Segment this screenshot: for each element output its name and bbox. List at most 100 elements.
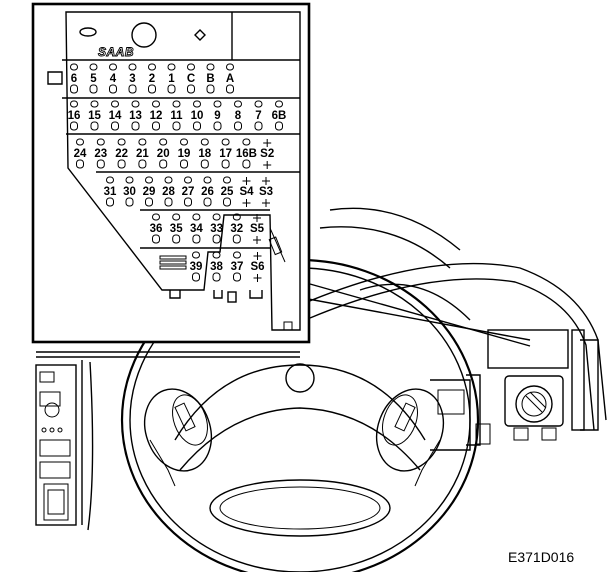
fuse-31: 31 bbox=[104, 176, 117, 207]
fuse-label: 14 bbox=[109, 110, 122, 122]
fuse-7: 7 bbox=[254, 100, 263, 131]
fuse-label: 24 bbox=[74, 148, 87, 160]
fuse-26: 26 bbox=[201, 176, 214, 207]
fuse-label: B bbox=[206, 73, 214, 85]
fuse-label: 35 bbox=[170, 223, 183, 235]
fuse-label: 31 bbox=[104, 186, 117, 198]
fuse-label: 16B bbox=[236, 148, 257, 160]
fuse-label: 27 bbox=[182, 186, 195, 198]
fuse-22: 22 bbox=[115, 138, 128, 169]
fuse-6: 6 bbox=[70, 63, 78, 94]
fuse-label: 15 bbox=[88, 110, 101, 122]
fuse-23: 23 bbox=[94, 138, 107, 169]
fuse-39: 39 bbox=[190, 251, 202, 282]
fuse-s6: S6 bbox=[250, 252, 265, 282]
fuse-36: 36 bbox=[150, 213, 163, 244]
fuse-label: 17 bbox=[219, 148, 232, 160]
fuse-label: 33 bbox=[210, 223, 223, 235]
diamond-icon bbox=[194, 29, 206, 41]
fuse-4: 4 bbox=[109, 63, 117, 94]
fuse-13: 13 bbox=[129, 100, 142, 131]
fuse-label: C bbox=[187, 73, 195, 85]
fuse-label: 12 bbox=[150, 110, 163, 122]
fuse-label: 7 bbox=[255, 110, 261, 122]
fuse-28: 28 bbox=[162, 176, 175, 207]
fuse-label: 30 bbox=[123, 186, 136, 198]
fuse-label: S5 bbox=[250, 223, 265, 235]
saab-logo: SAAB bbox=[98, 45, 134, 59]
fuse-label: 26 bbox=[201, 186, 214, 198]
fuse-34: 34 bbox=[190, 213, 203, 244]
fuse-24: 24 bbox=[74, 138, 87, 169]
fuse-27: 27 bbox=[182, 176, 195, 207]
fuse-label: A bbox=[226, 73, 234, 85]
fuse-label: S4 bbox=[239, 186, 254, 198]
fuse-29: 29 bbox=[143, 176, 156, 207]
fuse-c: C bbox=[187, 63, 195, 94]
fuse-18: 18 bbox=[198, 138, 212, 169]
fuse-25: 25 bbox=[221, 176, 234, 207]
fuse-label: S3 bbox=[259, 186, 273, 198]
fuse-label: 6 bbox=[71, 73, 77, 85]
oval-icon bbox=[79, 27, 97, 37]
fuse-label: 6B bbox=[272, 110, 287, 122]
fuse-s3: S3 bbox=[259, 177, 273, 207]
figure-code: E371D016 bbox=[508, 549, 574, 565]
fuse-20: 20 bbox=[157, 138, 170, 169]
fuse-label: 11 bbox=[170, 110, 183, 122]
fuse-9: 9 bbox=[213, 100, 222, 131]
fuse-s2: S2 bbox=[260, 139, 274, 169]
fuse-label: 9 bbox=[214, 110, 220, 122]
fuse-b: B bbox=[206, 63, 215, 94]
fuse-label: 19 bbox=[178, 148, 191, 160]
left-spoke-controls bbox=[143, 388, 213, 487]
fuse-label: 4 bbox=[110, 73, 117, 85]
fuse-2: 2 bbox=[148, 63, 156, 94]
fuse-label: 1 bbox=[168, 73, 175, 85]
fuse-label: 3 bbox=[129, 73, 135, 85]
fuse-5: 5 bbox=[89, 63, 98, 94]
striped-relay-block bbox=[159, 255, 187, 270]
fuse-1: 1 bbox=[167, 63, 176, 94]
fuse-21: 21 bbox=[136, 138, 149, 169]
fuse-16b: 16B bbox=[236, 138, 257, 169]
fuse-15: 15 bbox=[88, 100, 101, 131]
fuse-label: 8 bbox=[235, 110, 242, 122]
fuse-label: 34 bbox=[190, 223, 203, 235]
fuse-3: 3 bbox=[128, 63, 137, 94]
fuse-10: 10 bbox=[191, 100, 203, 131]
fuse-label: 23 bbox=[94, 148, 107, 160]
fuse-label: 5 bbox=[90, 73, 97, 85]
fuse-s5: S5 bbox=[250, 214, 265, 244]
fuse-37: 37 bbox=[231, 251, 244, 282]
fuse-label: 20 bbox=[157, 148, 170, 160]
fuse-label: 2 bbox=[149, 73, 155, 85]
fuse-8: 8 bbox=[234, 100, 242, 131]
fuse-30: 30 bbox=[123, 176, 136, 207]
fuse-14: 14 bbox=[109, 100, 122, 131]
fuse-33: 33 bbox=[210, 213, 223, 244]
center-console bbox=[430, 329, 599, 451]
fuse-label: 32 bbox=[230, 223, 243, 235]
fuse-label: 29 bbox=[143, 186, 156, 198]
fuse-a: A bbox=[226, 63, 234, 94]
fuse-label: 28 bbox=[162, 186, 175, 198]
fuse-label: 13 bbox=[129, 110, 142, 122]
fuse-16: 16 bbox=[68, 100, 80, 131]
fuse-label: 21 bbox=[136, 148, 149, 160]
round-knob-icon bbox=[131, 22, 157, 48]
fuse-label: S6 bbox=[250, 261, 264, 273]
fuse-s4: S4 bbox=[239, 177, 254, 207]
fuse-label: 22 bbox=[115, 148, 128, 160]
fuse-label: 38 bbox=[210, 261, 223, 273]
fuse-label: 37 bbox=[231, 261, 244, 273]
fuse-6b: 6B bbox=[272, 100, 287, 131]
fuse-38: 38 bbox=[210, 251, 223, 282]
fuse-17: 17 bbox=[219, 138, 232, 169]
fuse-label: 36 bbox=[150, 223, 163, 235]
fuse-12: 12 bbox=[150, 100, 163, 131]
fuse-11: 11 bbox=[170, 100, 183, 131]
fuse-label: 25 bbox=[221, 186, 234, 198]
